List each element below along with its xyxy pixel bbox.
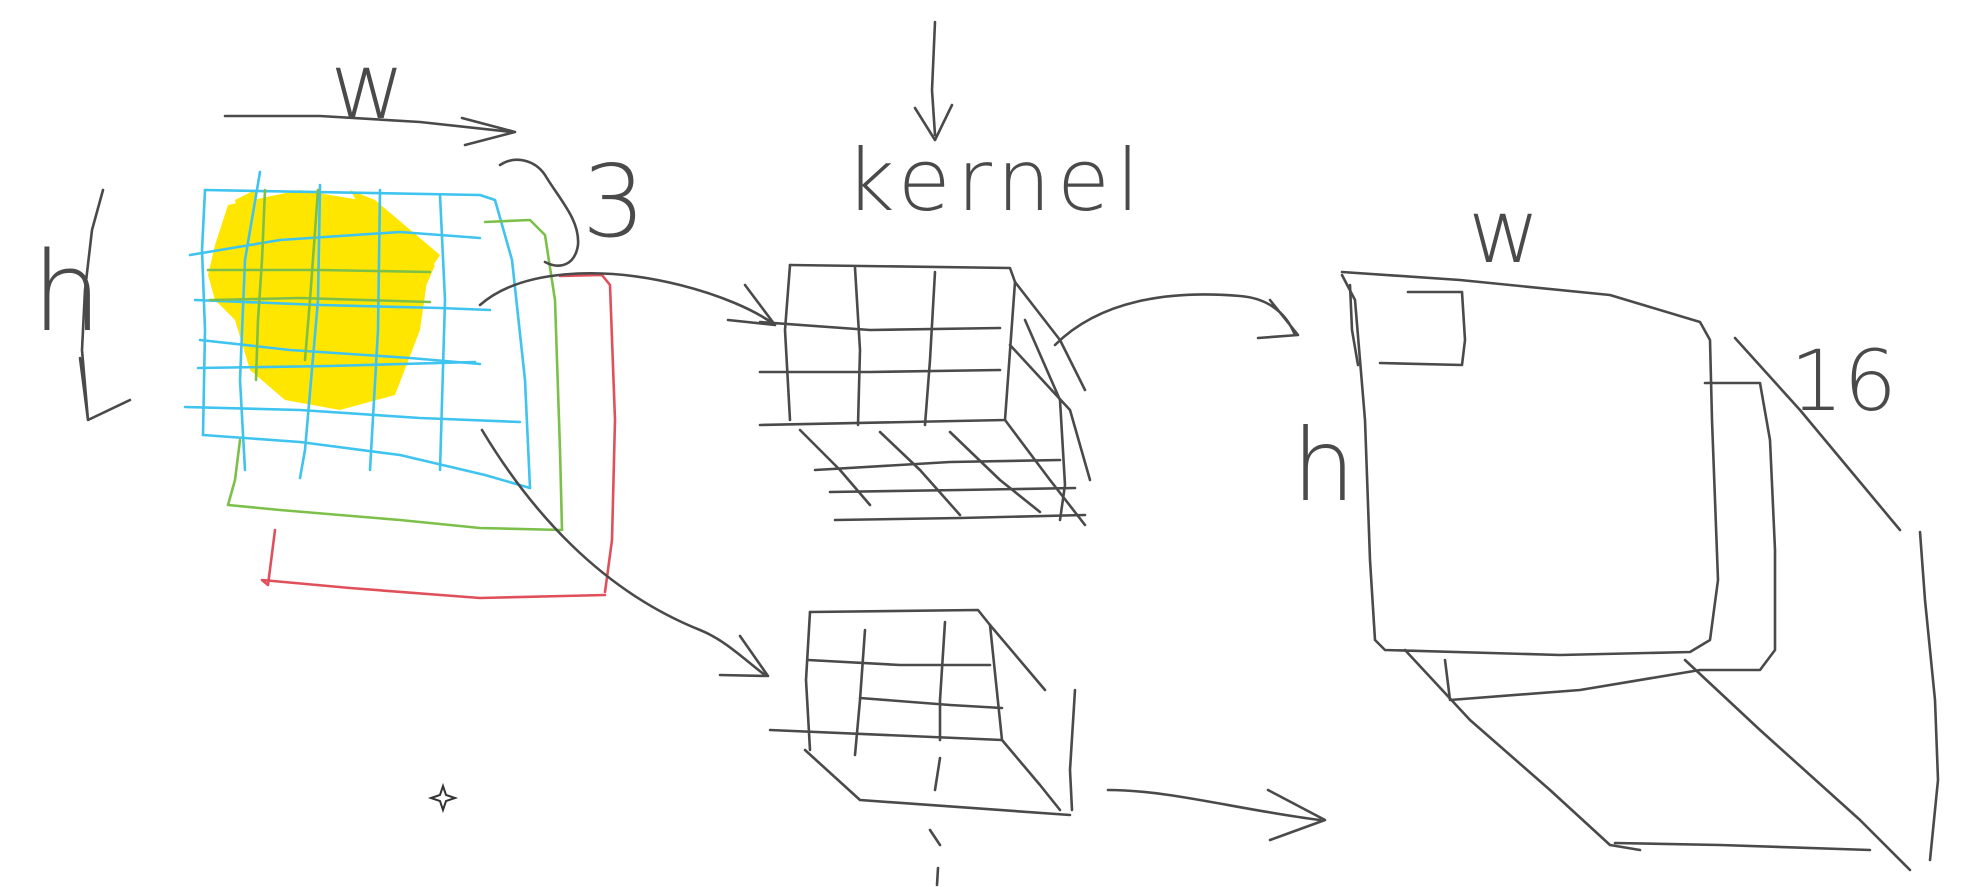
input-grid-green-inner [206,188,432,382]
input-height-label: h [32,228,102,356]
kernel-group: kernel [758,20,1146,887]
kernel-cube-bottom [768,608,1077,887]
input-channel-green [226,218,564,532]
kernel-down-arrow [913,20,954,142]
arrow-kernel-top-to-output [1053,293,1300,347]
input-channels-label: 3 [582,143,646,260]
connection-arrows [478,272,1327,842]
output-front-face [1340,270,1720,657]
input-width-label: w [330,33,405,140]
input-channel-red [260,273,617,600]
input-grid-blue [183,170,532,490]
output-bottom-line [1613,841,1872,852]
arrow-kernel-bottom-to-output [1106,788,1327,842]
output-depth-edge-bottom-2 [1683,658,1912,872]
output-pixel-mark [1378,290,1467,367]
four-point-star-cursor-icon [427,782,459,814]
input-width-arrow [223,114,517,147]
arrow-input-to-kernel-top [478,272,777,327]
input-tensor: w h 3 [32,33,646,600]
output-width-label: w [1468,180,1540,283]
kernel-label: kernel [845,131,1146,231]
input-height-arrow [78,188,132,422]
output-depth-label: 16 [1790,332,1897,430]
output-height-label: h [1292,407,1355,524]
output-depth-edge-bottom [1403,648,1642,852]
arrow-input-to-kernel-bottom [480,428,770,678]
output-back-face [1443,381,1777,702]
channel-bracket [498,158,580,267]
output-front-face-inner [1348,283,1360,367]
kernel-cube-top [758,263,1092,527]
output-tensor: w h 16 [1292,180,1940,872]
output-depth-edge-right [1918,530,1940,862]
output-depth-edge-top [1733,336,1902,532]
